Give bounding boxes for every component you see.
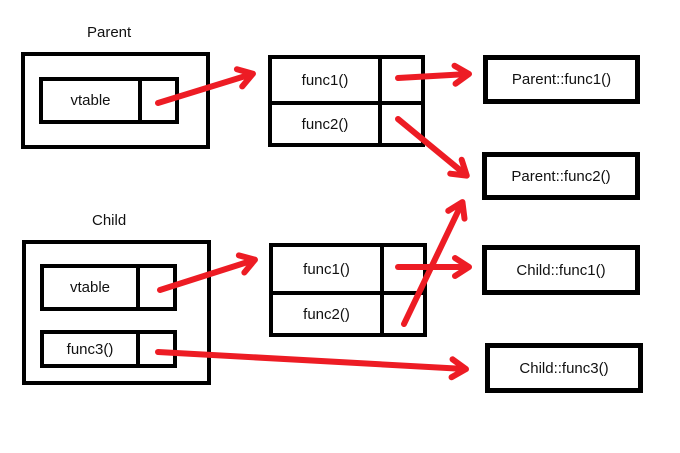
parent-vtable-func2-label: func2(): [272, 101, 378, 143]
child-vtable-slot-label: vtable: [69, 279, 111, 296]
child-func3-slot: func3(): [40, 330, 177, 368]
child-object-func3-pointer-cell: [136, 334, 173, 364]
parent-object-vtable-pointer-cell: [138, 81, 175, 120]
child-func3-slot-label: func3(): [66, 340, 114, 358]
child-object-title: Child: [92, 212, 127, 229]
parent-func2-box: Parent::func2(): [482, 152, 640, 200]
child-object-vtable-pointer-cell: [136, 268, 173, 307]
child-vtable-table: func1() func2(): [269, 243, 427, 337]
parent-vtable-func1-pointer-cell: [378, 59, 421, 101]
parent-func1-box: Parent::func1(): [483, 55, 640, 104]
child-vtable-func2-pointer-cell: [380, 291, 423, 333]
child-vtable-func1-label: func1(): [303, 260, 350, 278]
parent-vtable-func2-pointer-cell: [378, 101, 421, 143]
child-vtable-slot: vtable: [40, 264, 177, 311]
parent-vtable-slot: vtable: [39, 77, 179, 124]
parent-vtable-slot-label: vtable: [70, 92, 111, 109]
child-vtable-func1-pointer-cell: [380, 247, 423, 291]
parent-vtable-table: func1() func2(): [268, 55, 425, 147]
parent-vtable-func1-label: func1(): [301, 71, 349, 89]
child-func1-box: Child::func1(): [482, 245, 640, 295]
child-func3-box: Child::func3(): [485, 343, 643, 393]
parent-object-title: Parent: [87, 24, 132, 41]
child-vtable-func2-label: func2(): [273, 291, 380, 333]
